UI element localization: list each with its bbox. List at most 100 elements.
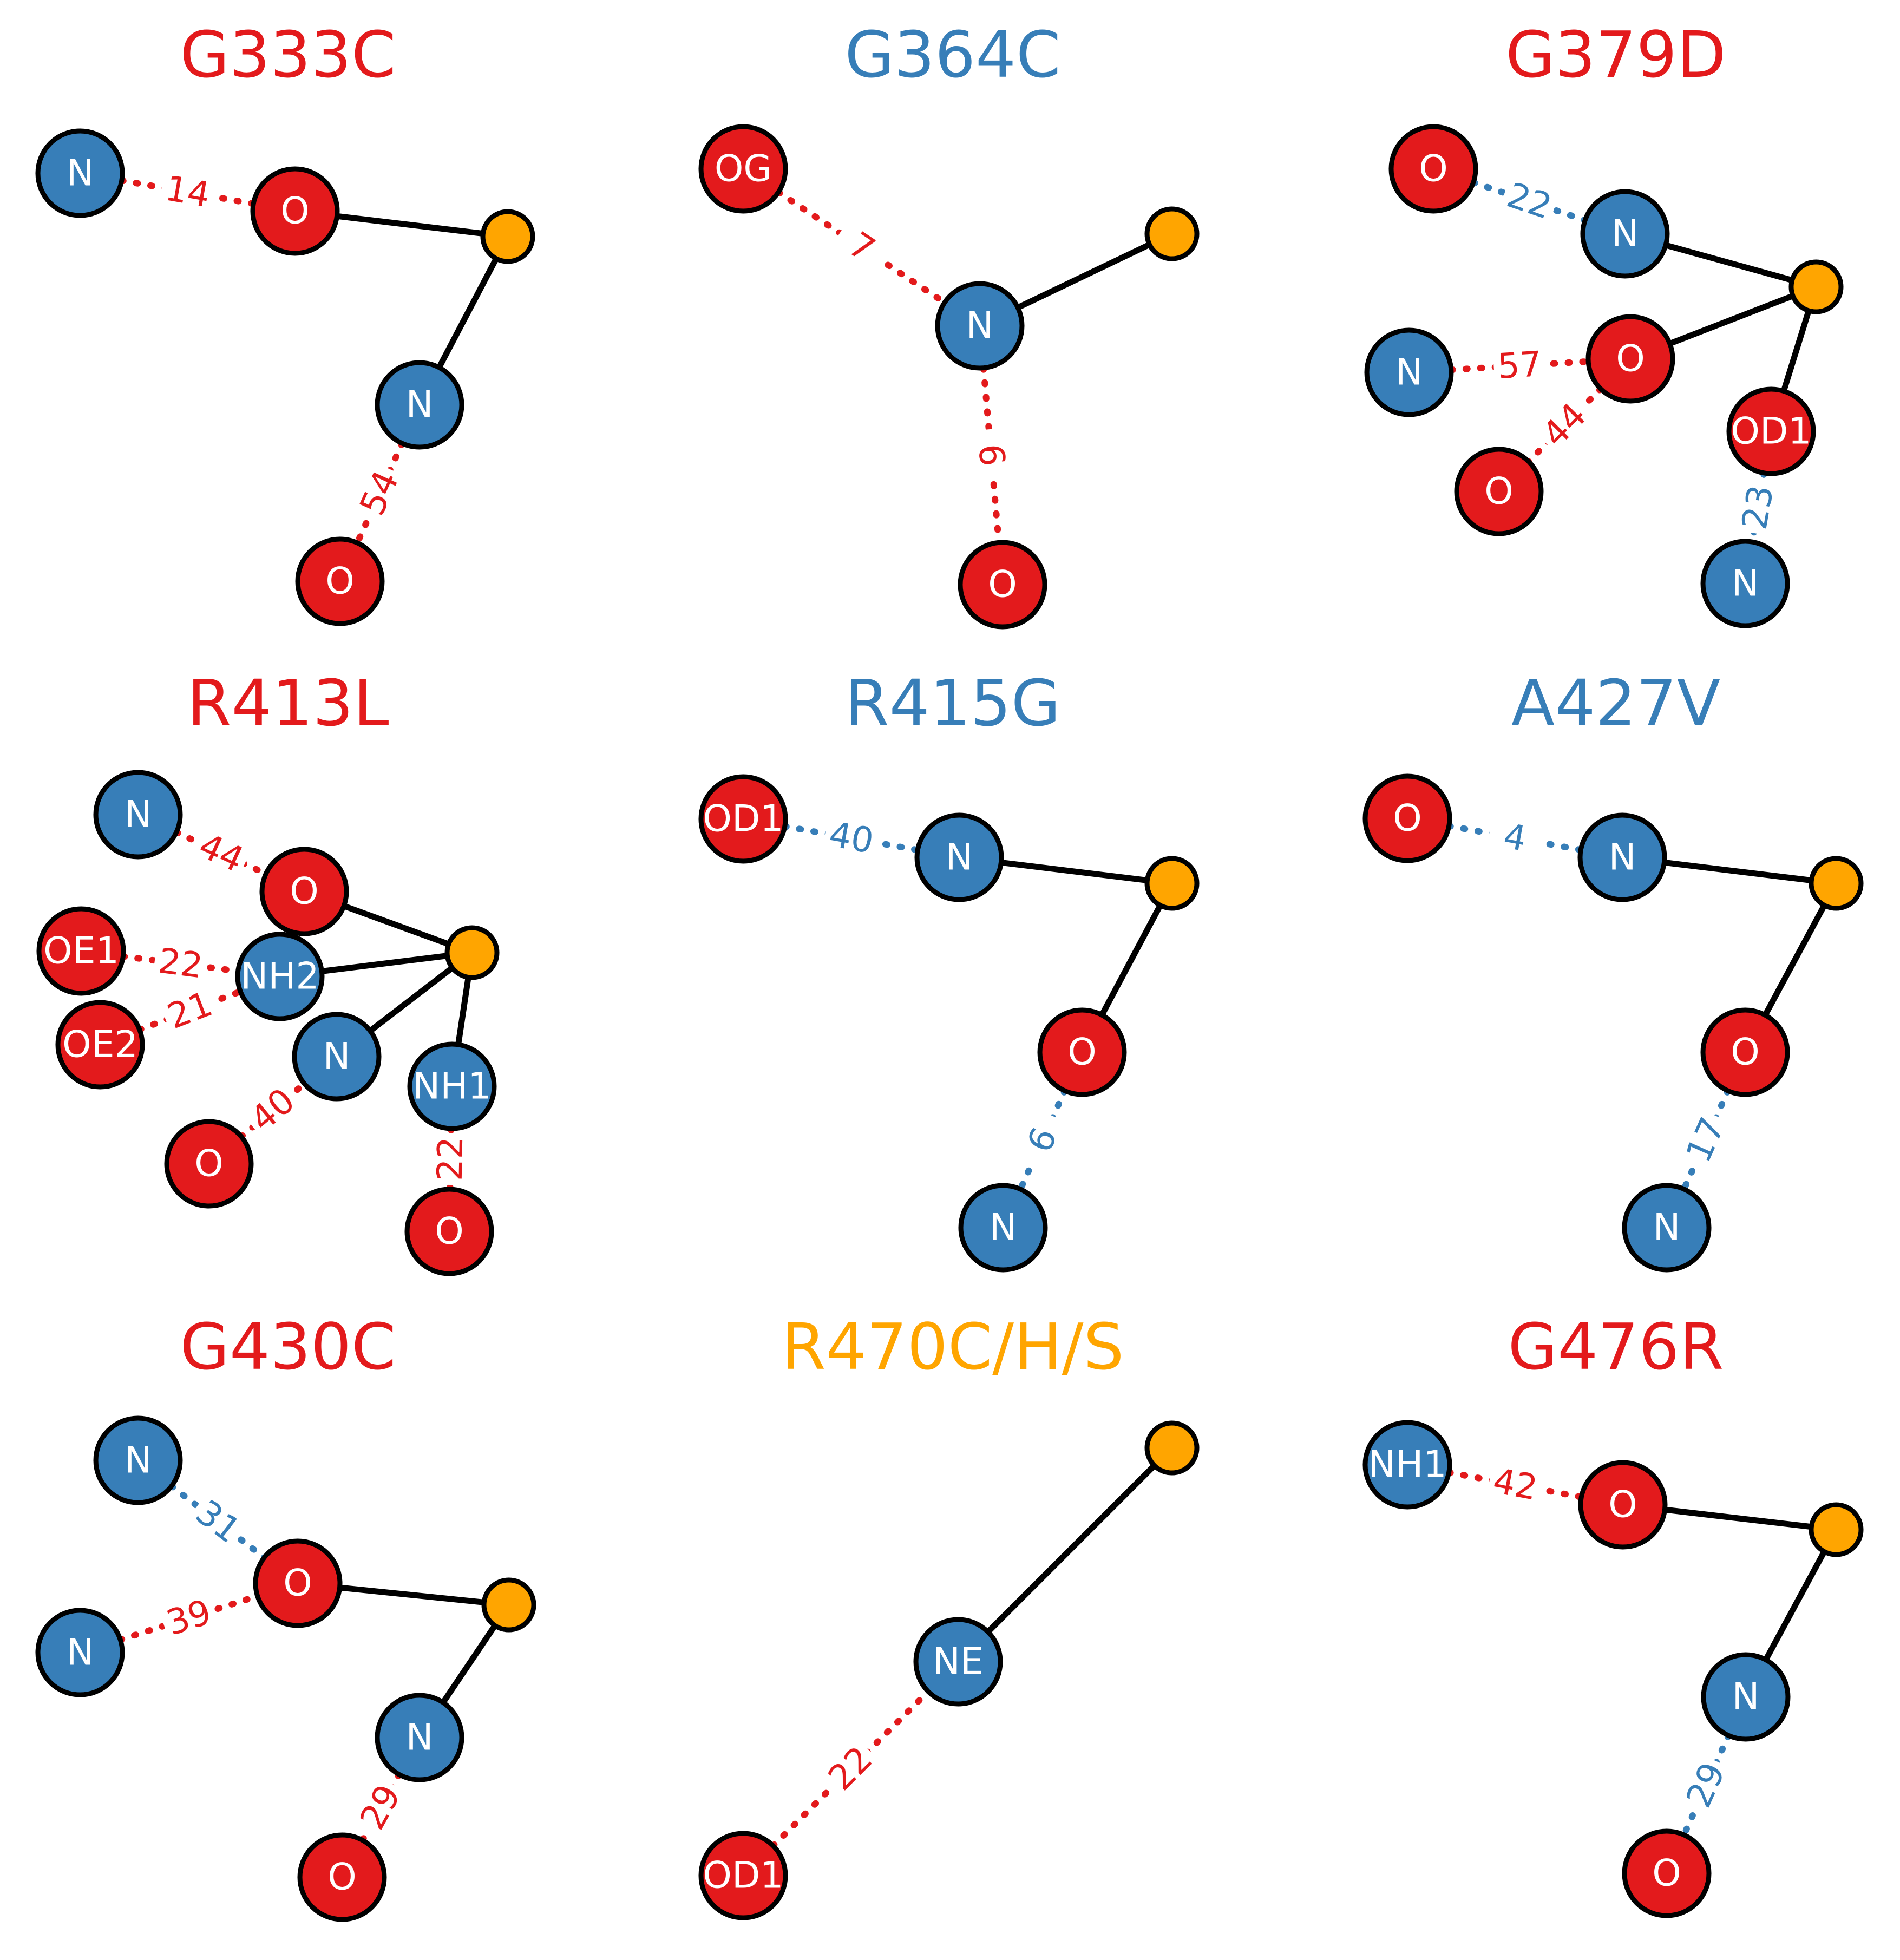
panel-title: A427V — [1511, 666, 1721, 740]
atom-node — [35, 128, 125, 218]
atom-node — [93, 1415, 183, 1505]
atom-label: O — [327, 1856, 357, 1899]
hbond-label: 40 — [826, 815, 876, 862]
atom-node — [253, 1538, 343, 1628]
edge-label-background — [1498, 173, 1561, 230]
edge-label-background — [152, 940, 209, 988]
atom-node — [958, 1183, 1048, 1273]
atom-node — [1388, 124, 1478, 214]
atom-node — [404, 1187, 494, 1276]
atom-node — [164, 1119, 254, 1209]
atom-label: OD1 — [703, 1854, 783, 1897]
atom-node — [375, 1693, 464, 1782]
mutation-site-node — [1144, 206, 1200, 261]
atom-node — [1701, 1652, 1791, 1742]
edge-label-background — [1485, 813, 1544, 863]
hbond-label: 42 — [1490, 1461, 1541, 1509]
atom-node — [259, 847, 349, 936]
panel-title: G430C — [180, 1309, 396, 1384]
panel-title: R415G — [845, 666, 1061, 740]
edge-label-background — [158, 982, 222, 1039]
atom-node — [295, 536, 385, 626]
atom-label: N — [1395, 351, 1423, 394]
atom-node — [407, 1041, 497, 1131]
atom-label: N — [990, 1207, 1017, 1249]
atom-node — [375, 360, 464, 450]
edge-label-background — [158, 1590, 220, 1646]
atom-label: NH1 — [1368, 1444, 1446, 1486]
edge-label-background — [1676, 1107, 1735, 1172]
atom-node — [698, 1831, 788, 1920]
hbond-label: 14 — [162, 168, 213, 215]
atom-label: N — [1611, 213, 1639, 255]
hbond-label: 40 — [243, 1080, 303, 1139]
atom-node — [36, 906, 126, 996]
bond-line — [955, 1445, 1175, 1665]
edge-label-background — [1733, 478, 1783, 537]
atom-node — [1577, 812, 1667, 902]
edge-label-background — [822, 813, 881, 863]
hbond-label: 29 — [352, 1778, 409, 1836]
atom-node — [235, 932, 325, 1021]
atom-label: O — [1731, 1031, 1760, 1074]
panel-title: R413L — [187, 666, 389, 740]
hbond-label: 31 — [188, 1492, 248, 1551]
edge-label-background — [1676, 1753, 1736, 1818]
atom-node — [935, 281, 1025, 371]
edge-label-background — [429, 1132, 472, 1185]
mutation-site-node — [1809, 1502, 1864, 1557]
atom-node — [1037, 1007, 1127, 1097]
mutation-site-node — [481, 1577, 536, 1633]
atom-node — [958, 540, 1047, 630]
atom-label: O — [1608, 1484, 1637, 1526]
edge-label-background — [1013, 1107, 1072, 1172]
edge-label-background — [188, 823, 254, 883]
panel-title: G333C — [180, 17, 396, 92]
atom-label: N — [125, 1439, 152, 1482]
edge-label-background — [1492, 343, 1547, 388]
atom-label: OD1 — [703, 798, 783, 841]
panel-title: G476R — [1508, 1309, 1724, 1384]
edge-label-background — [350, 1774, 412, 1840]
atom-node — [1585, 314, 1675, 404]
panel-title: R470C/H/S — [782, 1309, 1124, 1384]
hbond-label: 22 — [430, 1137, 471, 1182]
mutation-site-node — [1144, 856, 1200, 911]
hbond-label: 6 — [970, 442, 1012, 468]
edge-label-background — [968, 427, 1014, 483]
mutation-site-node — [480, 209, 535, 264]
atom-label: O — [1616, 338, 1645, 381]
atom-label: OG — [715, 148, 772, 191]
panel-title: G379D — [1505, 17, 1726, 92]
atom-label: N — [323, 1035, 351, 1078]
panel-title: G364C — [844, 17, 1060, 92]
hbond-line — [1447, 358, 1592, 373]
atom-label: O — [290, 870, 319, 913]
atom-label: O — [1652, 1852, 1681, 1895]
hbond-line — [173, 829, 270, 877]
atom-node — [698, 124, 788, 214]
atom-node — [913, 1617, 1003, 1707]
atom-label: N — [966, 305, 994, 348]
atom-label: O — [325, 560, 355, 603]
edge-label-background — [350, 461, 409, 526]
atom-node — [1700, 1007, 1790, 1097]
mutation-site-node — [1788, 259, 1844, 314]
atom-label: NE — [933, 1641, 984, 1683]
mutation-site-node — [1809, 856, 1864, 911]
atom-label: N — [67, 152, 94, 195]
atom-node — [698, 774, 788, 864]
hbond-label: 44 — [1535, 396, 1595, 455]
atom-label: N — [125, 794, 152, 836]
hbond-line — [1680, 1732, 1732, 1838]
atom-label: O — [280, 190, 310, 233]
hbond-line — [1680, 1087, 1732, 1192]
atom-node — [1362, 773, 1452, 863]
atom-label: O — [988, 563, 1017, 606]
atom-node — [1700, 539, 1790, 628]
